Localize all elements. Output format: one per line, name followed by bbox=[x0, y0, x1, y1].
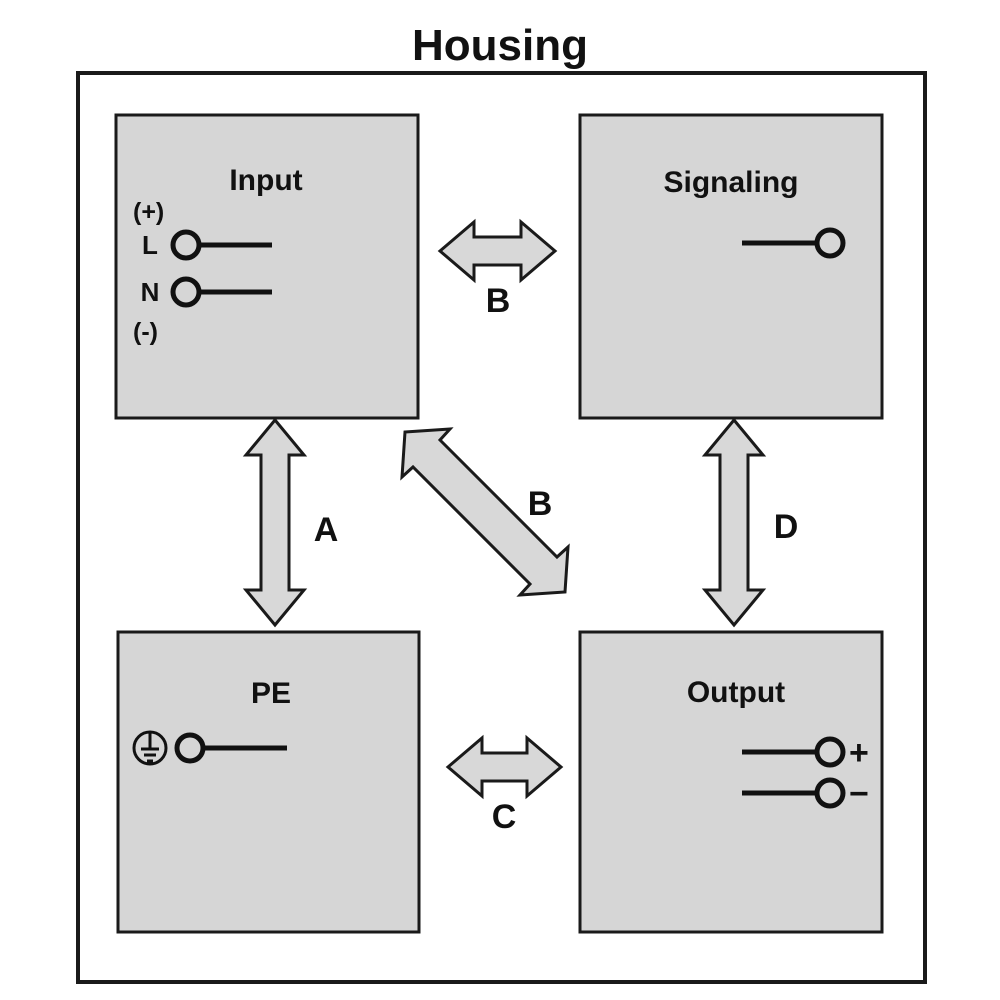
block-signaling: Signaling bbox=[578, 113, 884, 420]
block-pe: PE bbox=[116, 630, 421, 934]
block-title-signaling: Signaling bbox=[664, 166, 799, 199]
block-body-input bbox=[114, 113, 420, 420]
housing-boundary bbox=[76, 71, 927, 984]
arrow-b-diagonal: B bbox=[400, 427, 570, 597]
block-input: Input (+) (-) LN bbox=[114, 113, 420, 420]
block-body-pe bbox=[116, 630, 421, 934]
terminal-label-minus: − bbox=[849, 775, 869, 813]
arrow-shape-c-bottom bbox=[445, 734, 564, 800]
terminal-output-plus: + bbox=[742, 734, 869, 772]
terminal-input-L: L bbox=[142, 229, 272, 261]
arrow-label-a-left: A bbox=[314, 511, 339, 549]
arrow-b-top: B bbox=[437, 218, 558, 320]
polarity-negative-label: (-) bbox=[133, 318, 158, 346]
block-title-output: Output bbox=[687, 676, 785, 709]
arrow-label-d-right: D bbox=[774, 508, 799, 546]
terminal-input-N: N bbox=[141, 276, 272, 308]
arrow-label-c-bottom: C bbox=[492, 798, 517, 836]
page-title: Housing bbox=[412, 21, 588, 70]
arrow-label-b-diagonal: B bbox=[528, 485, 553, 523]
protective-earth-icon bbox=[132, 730, 168, 766]
arrow-shape-b-diagonal bbox=[400, 427, 570, 597]
terminal-pe-PE bbox=[174, 732, 287, 764]
arrow-connectors: B A B D C bbox=[242, 218, 799, 836]
terminal-label-plus: + bbox=[849, 734, 869, 772]
arrow-a-left: A bbox=[242, 417, 339, 628]
arrow-shape-b-top bbox=[437, 218, 558, 284]
block-title-pe: PE bbox=[251, 677, 291, 710]
terminal-label-N: N bbox=[141, 277, 160, 307]
arrow-shape-d-right bbox=[701, 417, 767, 628]
arrow-shape-a-left bbox=[242, 417, 308, 628]
arrow-label-b-top: B bbox=[486, 282, 511, 320]
arrow-c-bottom: C bbox=[445, 734, 564, 836]
block-output: Output +− bbox=[578, 630, 884, 934]
block-body-signaling bbox=[578, 113, 884, 420]
polarity-positive-label: (+) bbox=[133, 198, 164, 226]
terminal-label-L: L bbox=[142, 230, 158, 260]
block-title-input: Input bbox=[229, 164, 302, 197]
arrow-d-right: D bbox=[701, 417, 799, 628]
terminal-output-minus: − bbox=[742, 775, 869, 813]
terminal-signaling-signal bbox=[742, 227, 846, 259]
